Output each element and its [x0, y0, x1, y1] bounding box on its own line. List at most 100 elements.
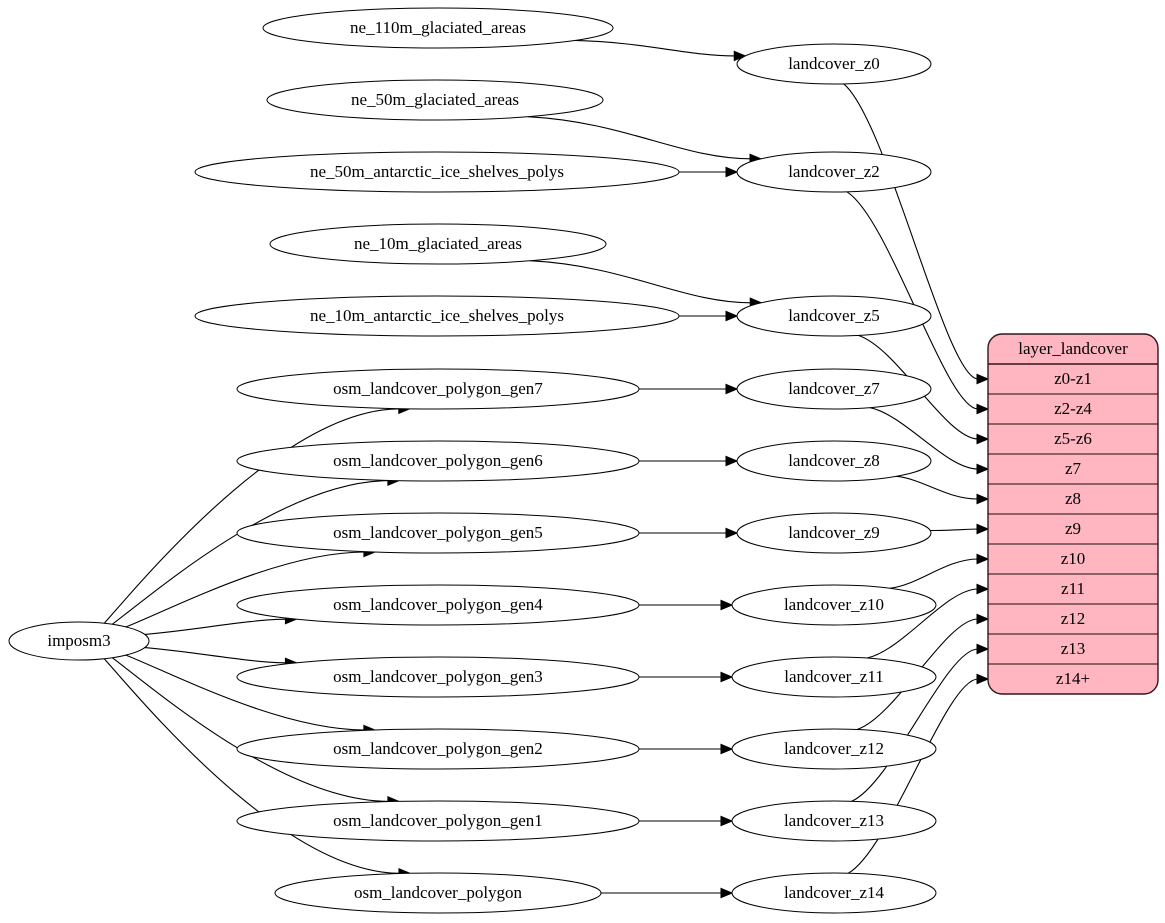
edge-line — [144, 618, 287, 635]
node-landcover_z14[interactable]: landcover_z14 — [731, 872, 937, 914]
node-label: landcover_z12 — [784, 739, 884, 758]
edge-line — [103, 408, 400, 624]
node-shape — [736, 512, 932, 554]
node-label: landcover_z7 — [788, 379, 880, 398]
node-label: landcover_z10 — [784, 595, 884, 614]
edge-line — [866, 588, 979, 659]
node-shape — [194, 295, 680, 337]
node-label: landcover_z0 — [788, 54, 880, 73]
edge-arrowhead — [976, 463, 990, 475]
node-shape — [236, 584, 640, 626]
node-ne_50m_glaciated_areas[interactable]: ne_50m_glaciated_areas — [266, 79, 604, 121]
edge-osm_landcover_polygon_gen4-to-landcover_z10 — [639, 599, 734, 611]
node-osm_landcover_polygon_gen3[interactable]: osm_landcover_polygon_gen3 — [236, 656, 640, 698]
node-label: landcover_z9 — [788, 523, 880, 542]
node-shape — [236, 728, 640, 770]
table-row-label[interactable]: z14+ — [1056, 669, 1090, 688]
node-label: osm_landcover_polygon_gen5 — [333, 523, 543, 542]
node-label: landcover_z14 — [784, 883, 885, 902]
edge-arrowhead — [720, 815, 734, 827]
table-row-label[interactable]: z13 — [1061, 639, 1086, 658]
node-ne_10m_glaciated_areas[interactable]: ne_10m_glaciated_areas — [269, 223, 607, 265]
edge-line — [103, 658, 400, 874]
edge-osm_landcover_polygon_gen5-to-landcover_z9 — [639, 527, 739, 539]
node-osm_landcover_polygon_gen1[interactable]: osm_landcover_polygon_gen1 — [236, 800, 640, 842]
node-landcover_z0[interactable]: landcover_z0 — [736, 43, 932, 85]
node-landcover_z12[interactable]: landcover_z12 — [731, 728, 937, 770]
table-row-label[interactable]: z11 — [1061, 579, 1085, 598]
node-ne_50m_antarctic_ice_shelves_polys[interactable]: ne_50m_antarctic_ice_shelves_polys — [194, 151, 680, 193]
node-ne_10m_antarctic_ice_shelves_polys[interactable]: ne_10m_antarctic_ice_shelves_polys — [194, 295, 680, 337]
node-landcover_z13[interactable]: landcover_z13 — [731, 800, 937, 842]
node-landcover_z7[interactable]: landcover_z7 — [736, 368, 932, 410]
edge-line — [144, 647, 287, 664]
table-row-label[interactable]: z2-z4 — [1054, 399, 1092, 418]
node-label: ne_50m_glaciated_areas — [351, 90, 519, 109]
edge-line — [574, 39, 736, 57]
node-landcover_z10[interactable]: landcover_z10 — [731, 584, 937, 626]
node-landcover_z11[interactable]: landcover_z11 — [731, 656, 937, 698]
table-row-label[interactable]: z0-z1 — [1054, 369, 1092, 388]
table-row-label[interactable]: z10 — [1061, 549, 1086, 568]
node-label: ne_110m_glaciated_areas — [350, 18, 526, 37]
edge-line — [111, 657, 389, 802]
node-shape — [736, 368, 932, 410]
node-osm_landcover_polygon_gen2[interactable]: osm_landcover_polygon_gen2 — [236, 728, 640, 770]
edge-line — [869, 407, 979, 470]
layer-landcover-table[interactable]: layer_landcover z0-z1 z2-z4 z5-z6 z7 z8 z9 z10 z… — [987, 333, 1159, 695]
edge-landcover_z14-to-z14+ — [847, 673, 990, 874]
node-shape — [266, 79, 604, 121]
node-shape — [736, 295, 932, 337]
edge-landcover_z9-to-z9 — [930, 523, 990, 535]
edge-line — [111, 480, 389, 625]
edge-line — [125, 654, 365, 731]
node-label: osm_landcover_polygon_gen7 — [333, 379, 543, 398]
edge-osm_landcover_polygon_gen3-to-landcover_z11 — [639, 671, 734, 683]
table-row-label[interactable]: z9 — [1065, 519, 1081, 538]
edge-line — [527, 116, 752, 160]
node-osm_landcover_polygon_gen6[interactable]: osm_landcover_polygon_gen6 — [236, 440, 640, 482]
edge-arrowhead — [725, 383, 739, 395]
table-row-label[interactable]: z7 — [1065, 459, 1082, 478]
edge-arrowhead — [733, 50, 747, 62]
edge-line — [896, 475, 979, 500]
edge-line — [847, 678, 979, 874]
node-osm_landcover_polygon[interactable]: osm_landcover_polygon — [274, 872, 602, 914]
node-shape — [269, 223, 607, 265]
edge-arrowhead — [725, 527, 739, 539]
edge-line — [125, 551, 365, 628]
node-landcover_z5[interactable]: landcover_z5 — [736, 295, 932, 337]
edge-arrowhead — [976, 553, 990, 565]
node-shape — [731, 656, 937, 698]
node-imposm3[interactable]: imposm3 — [8, 621, 150, 661]
node-label: landcover_z13 — [784, 811, 884, 830]
node-label: osm_landcover_polygon_gen1 — [333, 811, 543, 830]
edge-arrowhead — [976, 403, 990, 415]
edge-arrowhead — [720, 887, 734, 899]
table-row-label[interactable]: z5-z6 — [1054, 429, 1092, 448]
node-label: landcover_z2 — [788, 162, 880, 181]
edge-line — [851, 648, 979, 802]
edge-line — [930, 528, 979, 532]
node-label: osm_landcover_polygon — [354, 883, 523, 902]
edge-line — [889, 558, 979, 589]
node-label: ne_10m_antarctic_ice_shelves_polys — [310, 306, 564, 325]
node-label: osm_landcover_polygon_gen4 — [333, 595, 543, 614]
node-landcover_z2[interactable]: landcover_z2 — [736, 151, 932, 193]
table-row-label[interactable]: z8 — [1065, 489, 1081, 508]
edge-landcover_z13-to-z13 — [851, 643, 990, 802]
node-osm_landcover_polygon_gen5[interactable]: osm_landcover_polygon_gen5 — [236, 512, 640, 554]
node-osm_landcover_polygon_gen4[interactable]: osm_landcover_polygon_gen4 — [236, 584, 640, 626]
node-landcover_z9[interactable]: landcover_z9 — [736, 512, 932, 554]
node-ne_110m_glaciated_areas[interactable]: ne_110m_glaciated_areas — [262, 7, 614, 49]
node-label: ne_10m_glaciated_areas — [354, 234, 522, 253]
node-label: ne_50m_antarctic_ice_shelves_polys — [310, 162, 564, 181]
table-row-label[interactable]: z12 — [1061, 609, 1086, 628]
edge-imposm3-to-osm_landcover_polygon_gen4 — [144, 613, 298, 635]
table-header-label: layer_landcover — [1018, 339, 1128, 358]
node-label: osm_landcover_polygon_gen2 — [333, 739, 543, 758]
node-osm_landcover_polygon_gen7[interactable]: osm_landcover_polygon_gen7 — [236, 368, 640, 410]
node-landcover_z8[interactable]: landcover_z8 — [736, 440, 932, 482]
edge-arrowhead — [725, 455, 739, 467]
edge-line — [529, 260, 752, 304]
